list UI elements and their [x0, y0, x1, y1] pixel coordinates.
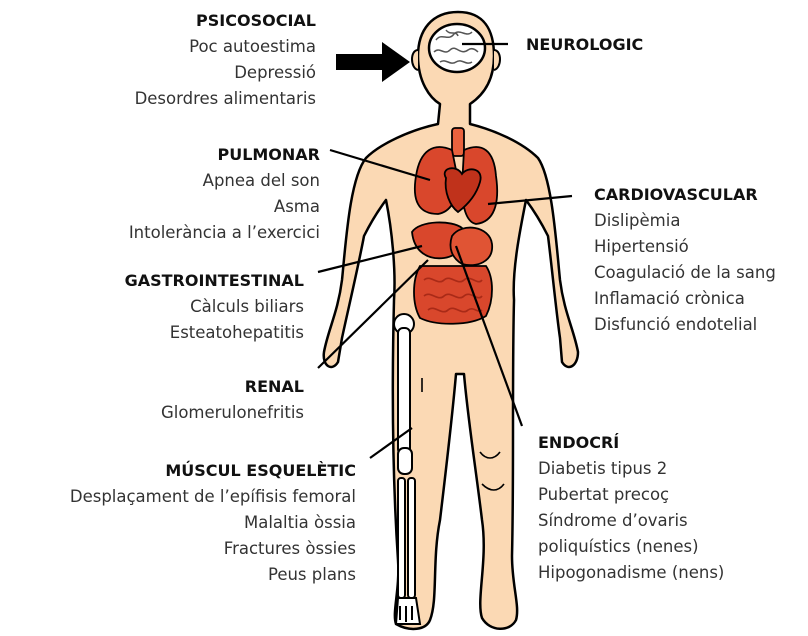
endocri-item: Hipogonadisme (nens) [538, 560, 724, 586]
psicosocial-item: Poc autoestima [135, 34, 316, 60]
pulmonar-title: PULMONAR [129, 142, 320, 168]
right-ear [494, 50, 500, 70]
renal-title: RENAL [161, 374, 304, 400]
neurologic-title: NEUROLOGIC [526, 32, 643, 58]
muscul-item: Desplaçament de l’epífisis femoral [70, 484, 356, 510]
psicosocial-group: PSICOSOCIAL Poc autoestima Depressió Des… [135, 8, 316, 112]
gastrointestinal-group: GASTROINTESTINAL Càlculs biliars Esteato… [125, 268, 304, 346]
endocri-title: ENDOCRÍ [538, 430, 724, 456]
endocri-item: poliquístics (nenes) [538, 534, 724, 560]
renal-item: Glomerulonefritis [161, 400, 304, 426]
cardiovascular-item: Coagulació de la sang [594, 260, 776, 286]
pulmonar-group: PULMONAR Apnea del son Asma Intolerància… [129, 142, 320, 246]
cardiovascular-title: CARDIOVASCULAR [594, 182, 776, 208]
muscul-item: Fractures òssies [70, 536, 356, 562]
brain-illustration [429, 24, 485, 72]
cardiovascular-item: Hipertensió [594, 234, 776, 260]
cardiovascular-group: CARDIOVASCULAR Dislipèmia Hipertensió Co… [594, 182, 776, 338]
psicosocial-item: Depressió [135, 60, 316, 86]
neurologic-group: NEUROLOGIC [526, 32, 643, 58]
left-ear [412, 50, 418, 70]
endocri-item: Diabetis tipus 2 [538, 456, 724, 482]
cardiovascular-item: Disfunció endotelial [594, 312, 776, 338]
cardiovascular-item: Dislipèmia [594, 208, 776, 234]
endocri-item: Síndrome d’ovaris [538, 508, 724, 534]
gastrointestinal-title: GASTROINTESTINAL [125, 268, 304, 294]
arrow-icon [336, 42, 410, 82]
renal-group: RENAL Glomerulonefritis [161, 374, 304, 426]
pulmonar-item: Asma [129, 194, 320, 220]
muscul-title: MÚSCUL ESQUELÈTIC [70, 458, 356, 484]
gastrointestinal-item: Esteatohepatitis [125, 320, 304, 346]
trachea [452, 128, 464, 156]
muscul-item: Peus plans [70, 562, 356, 588]
cardiovascular-item: Inflamació crònica [594, 286, 776, 312]
gastrointestinal-item: Càlculs biliars [125, 294, 304, 320]
psicosocial-item: Desordres alimentaris [135, 86, 316, 112]
muscul-item: Malaltia òssia [70, 510, 356, 536]
endocri-item: Pubertat precoç [538, 482, 724, 508]
psicosocial-title: PSICOSOCIAL [135, 8, 316, 34]
muscul-group: MÚSCUL ESQUELÈTIC Desplaçament de l’epíf… [70, 458, 356, 588]
endocri-group: ENDOCRÍ Diabetis tipus 2 Pubertat precoç… [538, 430, 724, 586]
pulmonar-item: Apnea del son [129, 168, 320, 194]
pulmonar-item: Intolerància a l’exercici [129, 220, 320, 246]
